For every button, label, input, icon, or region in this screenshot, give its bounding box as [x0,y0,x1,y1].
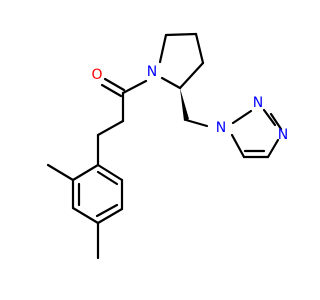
triazole-n2-atom-label: N [253,95,263,111]
ortho-methyl-bond [46,163,75,182]
structure-canvas: O N N N N [46,32,288,260]
methylene-triazole-bond [184,118,209,128]
molecule-drawing: O N N N N [46,32,288,260]
ring-nitrogen-atom-label: N [147,64,157,80]
benzene-ring [71,163,124,225]
amide-bond [121,79,148,95]
carbonyl-double-bond [100,77,126,98]
oxygen-atom-label: O [91,67,102,83]
triazole-n3-atom-label: N [278,127,288,143]
chain-bond-2 [96,119,125,137]
triazole-n1-atom-label: N [216,120,226,136]
pyrrolidine-ring [158,32,205,90]
triazole-ring [230,108,283,159]
stereo-wedge-bond [180,88,189,121]
